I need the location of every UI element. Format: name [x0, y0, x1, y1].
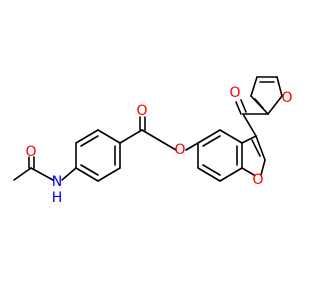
- atom-label-layer: O N H O O O O O: [25, 85, 292, 206]
- bond-furan-double: [251, 139, 261, 157]
- bond-benzofuran-benzene-5: [219, 129, 243, 144]
- ketone-oxygen-label: O: [136, 103, 147, 119]
- bond-benzofuran-benzene-3: [219, 167, 243, 182]
- bond-aroyl-oxygen-a: [235, 101, 242, 115]
- bond-ketone-methylene: [141, 129, 165, 144]
- molecule-canvas: O N H O O O O O: [13, 76, 293, 206]
- bond-benzofuran-double-1: [202, 164, 221, 176]
- bond-benzene-ketone: [119, 129, 143, 144]
- acetamide-oxygen-label: O: [25, 144, 36, 160]
- bond-benzene-3: [97, 129, 121, 144]
- bond-benzofuran-benzene-6: [197, 129, 221, 144]
- bond-furyl-1: [267, 95, 283, 115]
- bond-furyl-double-2: [254, 98, 264, 109]
- benzofuran-oxygen-label: O: [252, 172, 263, 188]
- aroyl-oxygen-label: O: [229, 85, 240, 101]
- bond-benzene-2: [75, 129, 99, 144]
- bond-benzene-6: [75, 167, 99, 182]
- bond-furan-oxygen-right: [260, 159, 266, 176]
- bond-benzene-double-1: [80, 135, 99, 147]
- bond-ether-benzofuran: [185, 142, 199, 151]
- bond-benzofuran-double-3: [202, 135, 221, 147]
- bond-methyl-carbonyl: [13, 167, 32, 181]
- amide-hydrogen-label: H: [52, 190, 63, 206]
- bond-benzofuran-carbonyl: [242, 113, 257, 137]
- bond-benzene-double-3: [80, 164, 99, 176]
- bond-furyl-4: [250, 76, 258, 97]
- bond-nitrogen-ring: [61, 167, 77, 181]
- bond-carbonyl-nitrogen: [30, 167, 54, 181]
- amide-nitrogen-label: N: [52, 174, 62, 190]
- bond-aroyl-oxygen-b: [240, 99, 247, 113]
- bond-benzene-5: [97, 167, 121, 182]
- bond-furan-c2-c3: [255, 135, 266, 161]
- bond-benzofuran-benzene-2: [197, 167, 221, 182]
- bond-layer: [13, 76, 283, 182]
- molecule-structure: O N H O O O O O: [13, 76, 293, 206]
- ether-oxygen-label: O: [174, 142, 185, 158]
- bond-furan-c3-c3a: [241, 135, 257, 144]
- bond-furyl-2: [276, 76, 283, 97]
- furyl-oxygen-label: O: [281, 90, 292, 106]
- bond-methylene-ether: [163, 142, 177, 151]
- bond-furan-fused-1: [241, 167, 255, 176]
